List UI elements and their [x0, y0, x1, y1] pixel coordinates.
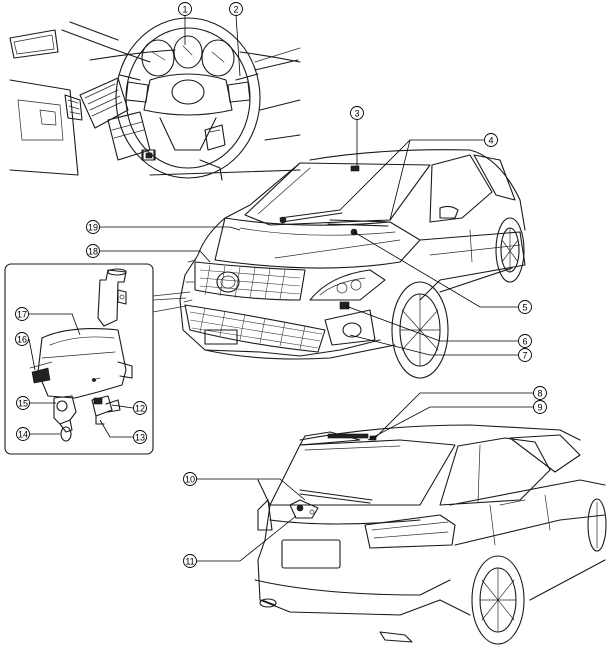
svg-text:9: 9	[537, 403, 542, 413]
callout-13: 13	[133, 430, 147, 444]
callout-3: 3	[350, 106, 364, 120]
svg-text:7: 7	[522, 351, 527, 361]
callout-16: 16	[15, 332, 29, 346]
callout-19: 19	[86, 220, 100, 234]
callout-4: 4	[484, 133, 498, 147]
callout-11: 11	[183, 554, 197, 568]
callout-2: 2	[229, 2, 243, 16]
callout-17: 17	[15, 307, 29, 321]
svg-text:16: 16	[17, 335, 27, 345]
callout-12: 12	[133, 401, 147, 415]
svg-text:18: 18	[88, 247, 98, 257]
callout-badges: 1 2 3 4 5 6 7 8 9 10 11 12 13 14 15 16 1…	[15, 2, 547, 568]
svg-text:10: 10	[185, 475, 195, 485]
callout-9: 9	[533, 400, 547, 414]
front-vehicle-view	[179, 149, 526, 379]
svg-text:19: 19	[88, 223, 98, 233]
callout-5: 5	[518, 300, 532, 314]
svg-text:1: 1	[182, 5, 187, 15]
callout-8: 8	[533, 386, 547, 400]
svg-text:11: 11	[185, 557, 194, 567]
svg-text:13: 13	[135, 433, 145, 443]
svg-text:17: 17	[17, 310, 27, 320]
svg-text:14: 14	[18, 430, 28, 440]
svg-text:6: 6	[522, 337, 527, 347]
svg-text:12: 12	[135, 404, 145, 414]
rear-vehicle-view	[254, 424, 607, 645]
svg-text:15: 15	[18, 399, 28, 409]
callout-10: 10	[183, 472, 197, 486]
svg-text:2: 2	[233, 5, 238, 15]
callout-14: 14	[16, 427, 30, 441]
callout-7: 7	[518, 348, 532, 362]
callout-1: 1	[178, 2, 192, 16]
svg-text:8: 8	[537, 389, 542, 399]
callout-leaders	[28, 14, 540, 562]
washer-tank-inset	[4, 263, 191, 455]
callout-18: 18	[86, 244, 100, 258]
interior-steering-wheel-view	[9, 17, 301, 181]
callout-6: 6	[518, 334, 532, 348]
svg-text:3: 3	[354, 109, 359, 119]
inset-frame	[4, 263, 154, 455]
svg-text:4: 4	[488, 136, 493, 146]
callout-15: 15	[16, 396, 30, 410]
svg-text:5: 5	[522, 303, 527, 313]
